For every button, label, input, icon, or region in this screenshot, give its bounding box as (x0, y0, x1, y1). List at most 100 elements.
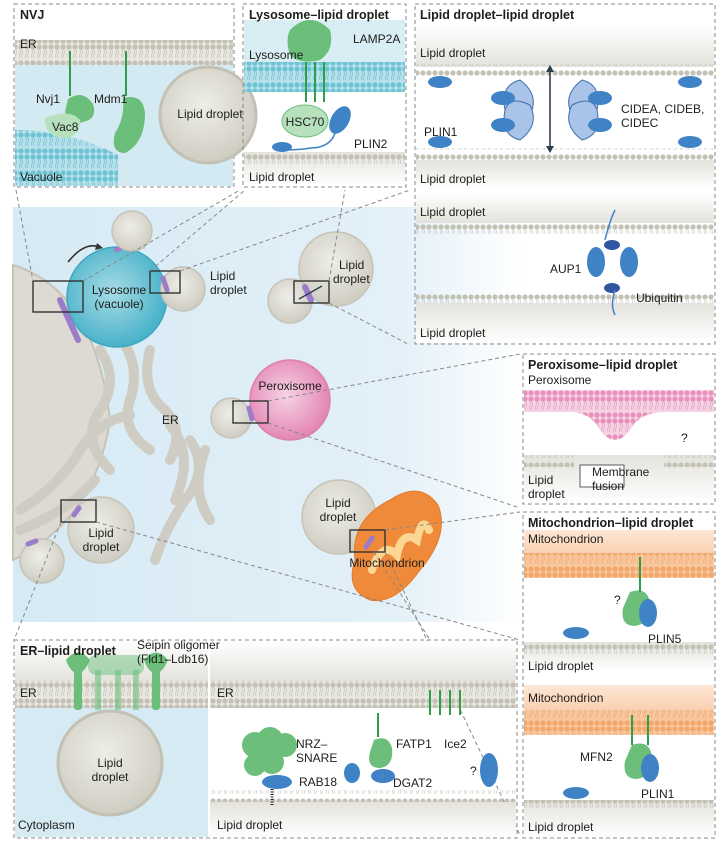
label-plin1: PLIN1 (424, 125, 458, 139)
arrow-icon (298, 285, 323, 300)
label-question: ? (470, 764, 477, 778)
contact-site (25, 538, 39, 547)
panel-title: Lipid droplet–lipid droplet (420, 8, 575, 22)
label-lipid-droplet: Lipid (339, 258, 364, 272)
label-lipid-droplet: Lipid droplet (420, 46, 486, 60)
protein-ubiquitin (604, 240, 620, 293)
label-mitochondrion: Mitochondrion (349, 556, 424, 570)
panel-mitochondrion-ld: Mitochondrion–lipid droplet Mitochondrio… (522, 511, 716, 839)
contact-site (71, 505, 82, 518)
arrowhead-icon (95, 243, 103, 250)
label-lipid-droplet: Lipid droplet (528, 820, 594, 834)
label-lipid-droplet: Lipid droplet (217, 818, 283, 832)
label-er: ER (20, 37, 37, 51)
label-ubiquitin: Ubiquitin (636, 291, 683, 305)
panel-nvj: NVJ ER Nvj1 Vac8 Mdm1 Lipid droplet Vacu… (13, 3, 258, 188)
protein-plin5 (639, 599, 657, 627)
panel-title: NVJ (20, 8, 44, 22)
label-seipin: Seipin oligomer (137, 638, 220, 652)
callout-membrane-fusion (579, 464, 625, 488)
vacuole-membrane (15, 130, 118, 186)
protein-seipin-oligomer (66, 652, 168, 710)
label-lipid-droplet: Lipid droplet (528, 659, 594, 673)
label-lipid-droplet: Lipid (528, 473, 553, 487)
label-er: ER (162, 413, 179, 427)
panel-title: ER–lipid droplet (20, 644, 117, 658)
label-lipid-droplet: droplet (92, 770, 129, 784)
protein-plin5-tail (563, 627, 589, 639)
lipid-droplet (67, 496, 135, 564)
protein-mdm1 (113, 97, 145, 153)
label-lipid-droplet: droplet (83, 540, 120, 554)
contact-site (57, 297, 81, 343)
label-lipid-droplet: Lipid droplet (420, 172, 486, 186)
label-cytoplasm: Cytoplasm (18, 818, 75, 832)
label-fatp1: FATP1 (396, 737, 432, 751)
protein-cide (503, 79, 599, 141)
protein-plin2 (329, 106, 351, 134)
label-mfn2: MFN2 (580, 750, 613, 764)
label-cide: CIDEA, CIDEB, (621, 102, 704, 116)
protein-ice2 (429, 690, 461, 715)
lipid-droplet (56, 709, 164, 817)
panel-title: Mitochondrion–lipid droplet (528, 516, 694, 530)
label-cide: CIDEC (621, 116, 659, 130)
protein-aup1 (587, 247, 638, 277)
label-lipid-droplet: Lipid (88, 526, 113, 540)
label-lipid-droplet: Lipid (210, 269, 235, 283)
label-rab18: RAB18 (299, 775, 337, 789)
callout-box-ld-ld (293, 280, 330, 304)
label-mdm1: Mdm1 (94, 92, 128, 106)
protein-plin1 (428, 76, 702, 148)
label-question: ? (681, 431, 688, 445)
label-lipid-droplet: Lipid droplet (420, 205, 486, 219)
callout-box-nvj (32, 280, 84, 313)
label-lipid-droplet: Lipid droplet (249, 170, 315, 184)
lipid-droplet (19, 538, 65, 584)
callout-box-er (60, 499, 97, 523)
lipid-droplet (210, 397, 252, 439)
label-lipid-droplet: Lipid (325, 496, 350, 510)
contact-site (160, 275, 170, 293)
protein-dgat2 (371, 769, 395, 783)
peroxisome-membrane (524, 390, 714, 440)
protein-hsc70 (281, 104, 329, 138)
transmembrane-helix (305, 62, 325, 102)
label-vacuole: Vacuole (20, 170, 63, 184)
label-aup1: AUP1 (550, 262, 582, 276)
label-plin2: PLIN2 (354, 137, 388, 151)
label-mitochondrion: Mitochondrion (528, 691, 603, 705)
label-nvj1: Nvj1 (36, 92, 60, 106)
protein-plin1 (641, 754, 659, 782)
cell-overview: Lysosome (vacuole) Lipid droplet Lipid d… (12, 189, 523, 836)
lipid-droplet (298, 231, 374, 307)
label-lamp2a: LAMP2A (353, 32, 400, 46)
label-plin1: PLIN1 (641, 787, 675, 801)
label-nrz-snare: SNARE (296, 751, 337, 765)
label-mitochondrion: Mitochondrion (528, 532, 603, 546)
label-peroxisome: Peroxisome (258, 379, 322, 393)
protein-vac8 (45, 113, 81, 138)
label-lipid-droplet: Lipid droplet (177, 107, 243, 121)
protein-plin2-tail (272, 142, 292, 152)
contact-site (363, 535, 375, 550)
protein-lamp2a (287, 20, 332, 62)
label-er: ER (20, 686, 37, 700)
callout-box-mito (349, 529, 386, 553)
panel-title: Peroxisome–lipid droplet (528, 358, 678, 372)
lipid-droplet (160, 266, 206, 312)
label-lysosome: Lysosome (92, 283, 147, 297)
label-er: ER (217, 686, 234, 700)
panel-peroxisome-ld: Peroxisome–lipid droplet Peroxisome ? Me… (522, 353, 716, 505)
contact-site (246, 405, 255, 422)
callout-box-lysosome (149, 270, 181, 294)
label-lipid-droplet: droplet (333, 272, 370, 286)
transmembrane-helix (631, 715, 649, 745)
er-network (15, 340, 215, 565)
label-nrz-snare: NRZ– (296, 737, 328, 751)
panel-er-ld: ER–lipid droplet Seipin oligomer (Fld1–L… (13, 638, 518, 839)
peroxisome (249, 359, 331, 441)
label-membrane-fusion: Membrane (592, 465, 650, 479)
label-lysosome: (vacuole) (94, 297, 143, 311)
